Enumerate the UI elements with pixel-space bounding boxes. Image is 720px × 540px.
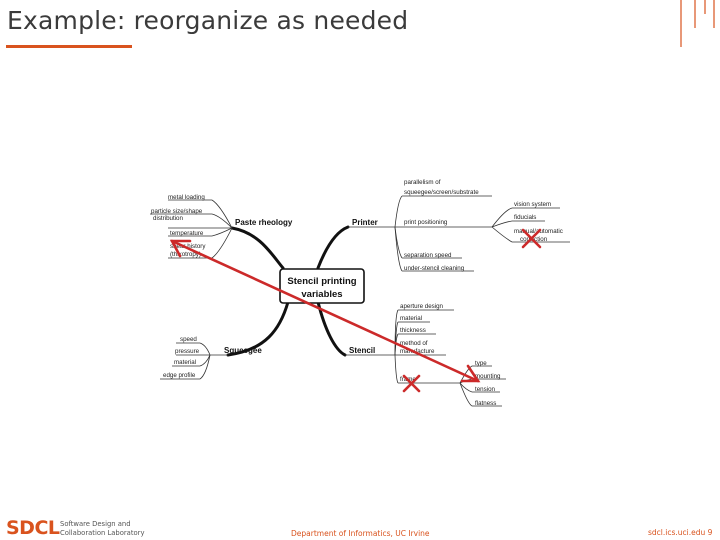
- leaf-label: manufacture: [400, 348, 435, 355]
- center-node-line1: Stencil printing: [287, 276, 356, 287]
- branch-squeegee: Squeegee: [224, 346, 262, 355]
- leaf-label: material: [400, 315, 422, 322]
- branch-paste-rheology: Paste rheology: [235, 218, 293, 227]
- center-node-line2: variables: [301, 289, 342, 300]
- site-url-page-number: sdcl.ics.uci.edu 9: [648, 528, 713, 537]
- leaf-label: thickness: [400, 327, 426, 334]
- sdcl-logo: SDCL: [6, 517, 60, 539]
- corner-decoration: [680, 0, 715, 47]
- leaf-label: shear history: [170, 243, 206, 250]
- leaf-label: print positioning: [404, 219, 448, 226]
- slide-title: Example: reorganize as needed: [7, 6, 409, 35]
- leaf-label: flatness: [475, 400, 496, 407]
- leaf-label: (thixotropy): [170, 251, 201, 258]
- leaf-label: speed: [180, 336, 197, 343]
- leaf-label: temperature: [170, 230, 204, 237]
- leaf-label: fiducials: [514, 214, 536, 221]
- title-underline: [6, 45, 132, 48]
- leaf-label: squeegee/screen/substrate: [404, 189, 479, 196]
- leaf-label: pressure: [175, 348, 200, 355]
- leaf-label: tension: [475, 386, 496, 393]
- leaf-label: mounting: [475, 373, 501, 380]
- leaf-label: aperture design: [400, 303, 444, 310]
- arrow-head-icon: [460, 364, 481, 383]
- leaf-label: metal loading: [168, 194, 205, 201]
- lab-name: Software Design and Collaboration Labora…: [60, 520, 144, 538]
- leaf-label: type: [475, 360, 487, 367]
- lab-name-line2: Collaboration Laboratory: [60, 529, 145, 537]
- lab-name-line1: Software Design and: [60, 520, 131, 528]
- leaf-label: distribution: [153, 215, 183, 222]
- branch-stencil: Stencil: [349, 346, 375, 355]
- leaf-label: method of: [400, 340, 428, 347]
- cross-mark-icon: [521, 228, 542, 249]
- arrow-head-icon: [169, 239, 192, 258]
- branch-printer: Printer: [352, 218, 378, 227]
- leaf-label: vision system: [514, 201, 551, 208]
- leaf-label: under-stencil cleaning: [404, 265, 465, 272]
- cross-mark-icon: [402, 374, 421, 393]
- leaf-label: edge profile: [163, 372, 196, 379]
- leaf-label: particle size/shape: [151, 208, 203, 215]
- reorganize-arrow-line: [170, 239, 480, 383]
- leaf-label: separation speed: [404, 252, 452, 259]
- leaf-label: material: [174, 359, 196, 366]
- department-footer: Department of Informatics, UC Irvine: [291, 529, 430, 538]
- leaf-label: parallelism of: [404, 179, 441, 186]
